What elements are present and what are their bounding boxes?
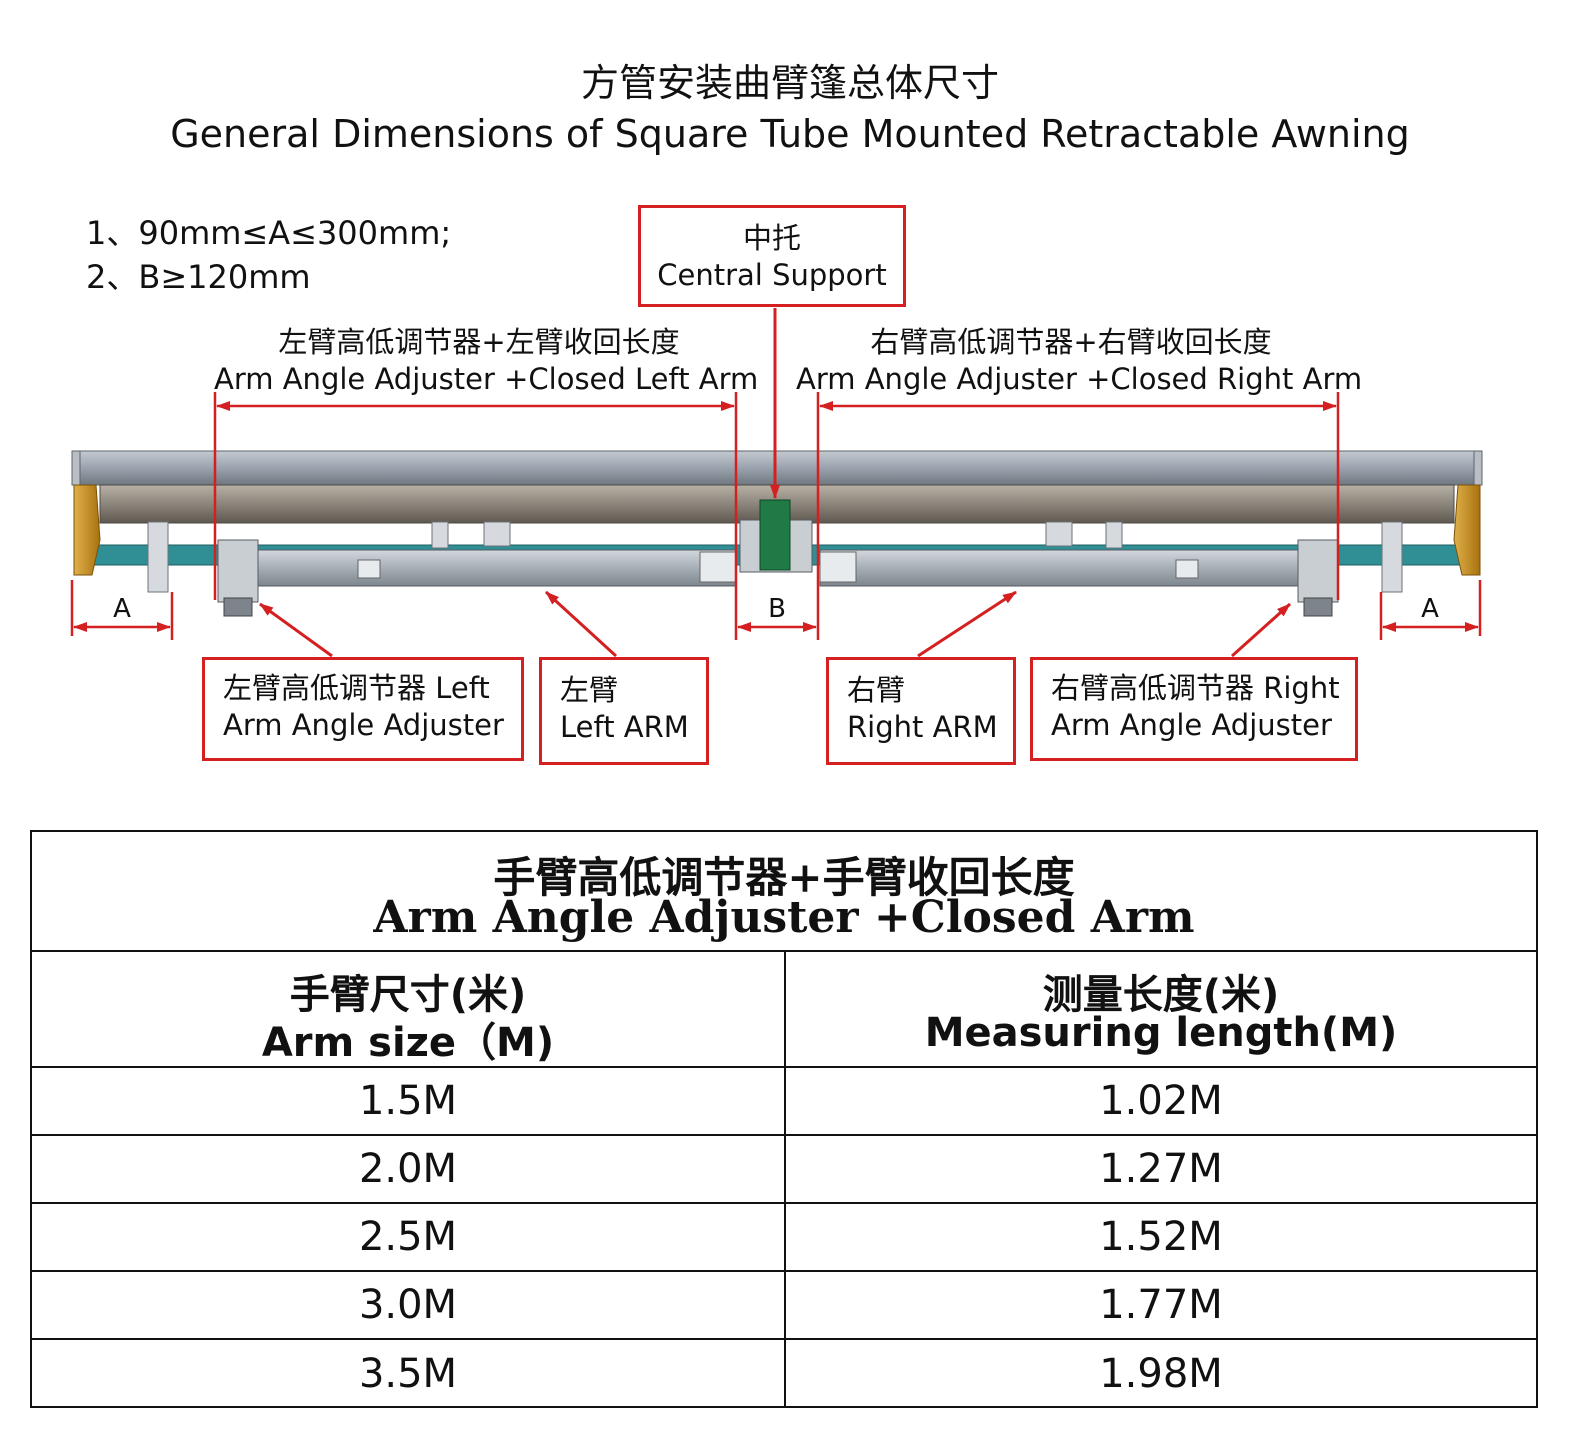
right-arm-cn: 右臂 (847, 673, 906, 707)
column-header-measuring-length: 测量长度(米) Measuring length(M) (786, 950, 1536, 1068)
cell-arm-size: 2.0M (358, 1146, 458, 1192)
note-a-range: 1、90mm≤A≤300mm; (86, 214, 452, 252)
dim-label-b: B (768, 594, 786, 624)
table-row: 3.5M 1.98M (32, 1340, 1536, 1408)
right-arm-body (819, 549, 1299, 587)
dim-label-a-right: A (1421, 594, 1439, 624)
table-title: 手臂高低调节器+手臂收回长度 Arm Angle Adjuster +Close… (32, 832, 1536, 952)
table-row: 2.5M 1.52M (32, 1204, 1536, 1272)
callout-left-arm: 左臂 Left ARM (539, 657, 709, 765)
left-arm-en: Left ARM (560, 710, 689, 744)
left-end-bracket (73, 484, 101, 576)
central-support-en: Central Support (657, 258, 887, 292)
left-arm-cn: 左臂 (560, 673, 619, 707)
page-title-en: General Dimensions of Square Tube Mounte… (170, 112, 1410, 156)
square-tube (75, 450, 1479, 486)
right-adjuster-body (1297, 539, 1339, 603)
left-arm-body (257, 549, 737, 587)
right-arm-en: Right ARM (847, 710, 998, 744)
dim-left-arm-label: 左臂高低调节器+左臂收回长度 Arm Angle Adjuster +Close… (214, 324, 759, 398)
cell-arm-size: 3.5M (358, 1351, 458, 1397)
right-end-bracket (1453, 484, 1481, 576)
left-adjuster-body (217, 539, 259, 603)
dim-right-arm-en: Arm Angle Adjuster +Closed Right Arm (796, 362, 1363, 396)
table-row: 2.0M 1.27M (32, 1136, 1536, 1204)
table-title-en: Arm Angle Adjuster +Closed Arm (373, 892, 1195, 943)
table-title-cn: 手臂高低调节器+手臂收回长度 (493, 853, 1075, 902)
dim-label-a-left: A (113, 594, 131, 624)
cell-measuring-length: 1.98M (1099, 1351, 1223, 1397)
left-adjuster-line2: Arm Angle Adjuster (223, 708, 504, 742)
dim-left-arm-cn: 左臂高低调节器+左臂收回长度 (278, 325, 680, 359)
right-adjuster-line1: 右臂高低调节器 Right (1051, 671, 1340, 705)
column-header-cn: 手臂尺寸(米) (289, 972, 527, 1018)
callout-right-adjuster: 右臂高低调节器 Right Arm Angle Adjuster (1030, 657, 1358, 761)
arm-length-table: 手臂高低调节器+手臂收回长度 Arm Angle Adjuster +Close… (30, 830, 1538, 1408)
column-header-arm-size: 手臂尺寸(米) Arm size（M) (32, 950, 784, 1068)
table-row: 3.0M 1.77M (32, 1272, 1536, 1340)
column-header-en: Arm size（M) (261, 1020, 555, 1066)
dim-right-arm-label: 右臂高低调节器+右臂收回长度 Arm Angle Adjuster +Close… (796, 324, 1363, 398)
central-support-clamp (759, 499, 791, 571)
dim-left-arm-en: Arm Angle Adjuster +Closed Left Arm (214, 362, 759, 396)
cell-measuring-length: 1.27M (1099, 1146, 1223, 1192)
column-header-en: Measuring length(M) (924, 1010, 1398, 1056)
cell-arm-size: 2.5M (358, 1214, 458, 1260)
callout-right-arm: 右臂 Right ARM (826, 657, 1016, 765)
dim-right-arm-cn: 右臂高低调节器+右臂收回长度 (870, 325, 1272, 359)
cell-arm-size: 3.0M (358, 1282, 458, 1328)
cell-measuring-length: 1.02M (1099, 1078, 1223, 1124)
cell-measuring-length: 1.52M (1099, 1214, 1223, 1260)
page-title-cn: 方管安装曲臂篷总体尺寸 (580, 61, 999, 105)
cell-measuring-length: 1.77M (1099, 1282, 1223, 1328)
note-b-min: 2、B≥120mm (86, 258, 311, 296)
cell-arm-size: 1.5M (358, 1078, 458, 1124)
right-adjuster-line2: Arm Angle Adjuster (1051, 708, 1332, 742)
column-header-cn: 测量长度(米) (1042, 972, 1280, 1018)
central-support-cn: 中托 (742, 221, 801, 255)
table-row: 1.5M 1.02M (32, 1068, 1536, 1136)
left-adjuster-line1: 左臂高低调节器 Left (223, 671, 490, 705)
awning-diagram (70, 308, 1483, 658)
callout-central-support: 中托 Central Support (638, 205, 906, 307)
column-divider (784, 950, 786, 1408)
callout-left-adjuster: 左臂高低调节器 Left Arm Angle Adjuster (202, 657, 524, 761)
